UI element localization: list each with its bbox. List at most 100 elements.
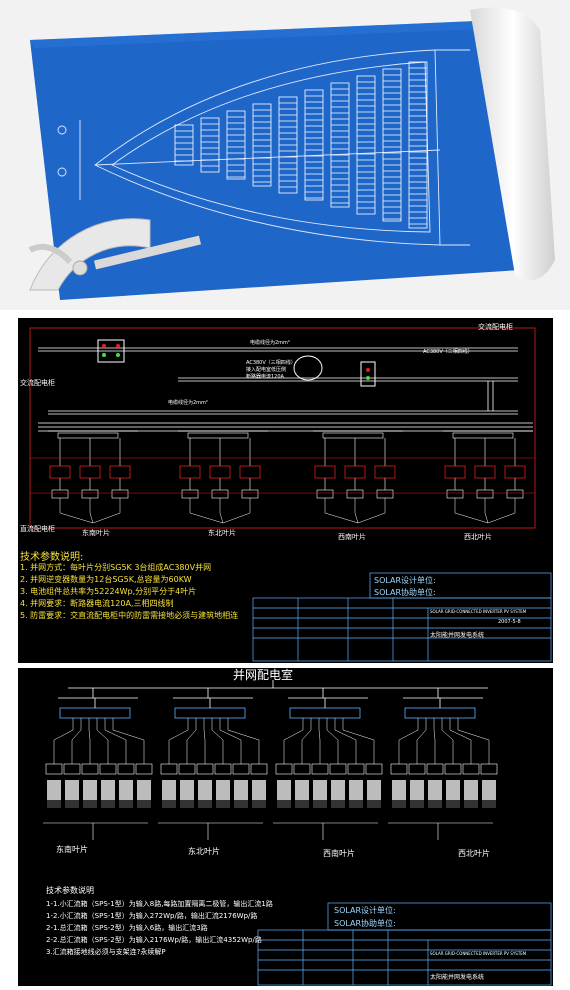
roof-plan [57,49,470,246]
region-label-se-2: 东南叶片 [56,845,88,854]
panel-column [304,89,324,201]
pv-string [180,780,194,800]
small-combiner-box [232,763,250,775]
small-combiner-box [426,763,444,775]
small-combiner-box [329,763,347,775]
panel-column [200,117,220,173]
system-name-en-2: SOLAR GRID-CONNECTED INVERTER PV SYSTEM [430,951,527,956]
main-combiner-box [174,707,246,719]
ac-cabinet-label-right: 交流配电柜 [478,323,513,331]
small-combiner-box [293,763,311,775]
pv-string [234,780,248,800]
combiner-groups [43,688,498,840]
inverter-box [504,465,526,479]
system-name-1: 太阳能并网发电系统 [430,632,485,639]
inverter-box [474,465,496,479]
pv-string [137,780,151,800]
ac380v-label: AC380V（三相四线） [423,349,473,355]
pv-string [198,780,212,800]
dc-breaker [211,489,229,499]
title-block-2 [257,902,552,986]
tech-line-4: 4. 并网要求：断路器电流120A,三相四线制 [20,599,174,608]
small-combiner-box [81,763,99,775]
protractor [28,218,202,291]
panel-column [408,61,428,229]
inverter-box [79,465,101,479]
ac-cabinet-label-left: 交流配电柜 [20,379,55,387]
panel-column [252,103,272,187]
ac-breaker-row [452,432,514,439]
pv-string [252,780,266,800]
region-label-ne-2: 东北叶片 [188,847,220,856]
inverter-box [314,465,336,479]
pv-string [65,780,79,800]
pv-string [119,780,133,800]
pv-string [295,780,309,800]
pv-string [313,780,327,800]
inverter-box [239,465,261,479]
pv-string [446,780,460,800]
cad-panel-grid-system: 交流配电柜 交流配电柜 AC380V（三相四线） 电缆线径为2mm² 电缆线径为… [18,318,553,663]
red-frame [29,327,536,529]
dc-breaker [241,489,259,499]
pv-string [83,780,97,800]
pv-string [277,780,291,800]
tech2-line-3: 2-1.总汇流箱（SPS-2型）为输入6路，输出汇流3路 [46,924,208,932]
dc-breaker [446,489,464,499]
small-combiner-box [275,763,293,775]
inverter-note: AC380V（三相四线） 接入配电室低压侧 断路器电流120A [246,360,296,380]
pv-string [47,780,61,800]
tech2-line-1: 1-1.小汇流箱（SPS-1型）为输入8路,每路加置隔离二极管，输出汇流1路 [46,900,273,908]
small-combiner-box [178,763,196,775]
inverter-box [109,465,131,479]
breaker-box [360,361,376,387]
blueprint-sheet [30,20,520,300]
pv-string [367,780,381,800]
pv-string [349,780,363,800]
panel-column [356,75,376,215]
cable-label-bus: 电缆线径为2mm² [168,400,208,406]
small-combiner-box [462,763,480,775]
dc-breaker [316,489,334,499]
tech-line-5: 5. 防雷要求：交直流配电柜中的防雷需接地必须与建筑地相连 [20,611,239,620]
tech-line-2: 2. 并网逆变器数量为12台SG5K,总容量为60KW [20,575,192,584]
ac-breaker-row [57,432,119,439]
small-combiner-box [160,763,178,775]
small-combiner-box [390,763,408,775]
system-name-2: 太阳能并网发电系统 [430,974,485,981]
pv-string [482,780,496,800]
meter-box [97,339,125,363]
small-combiner-box [444,763,462,775]
tech2-line-5: 3.汇流箱接地线必须与支架连?永续解P [46,948,166,956]
inverter-box [374,465,396,479]
main-combiner-box [404,707,476,719]
main-combiner-box [59,707,131,719]
inverter-box [179,465,201,479]
tech-title-1: 技术参数说明: [20,552,84,563]
tech2-line-4: 2-2.总汇流箱（SPS-2型）为输入2176Wp/路，输出汇流4352Wp/路 [46,936,262,944]
main-combiner-box [289,707,361,719]
small-combiner-box [347,763,365,775]
assist-unit-label-1: SOLAR协助单位: [374,588,436,597]
system-name-en-1: SOLAR GRID-CONNECTED INVERTER PV SYSTEM [430,609,527,614]
pv-string [162,780,176,800]
paper-roll [470,7,555,280]
small-combiner-box [480,763,498,775]
dc-breaker [506,489,524,499]
design-unit-label-2: SOLAR设计单位: [334,906,396,915]
inverter-box [444,465,466,479]
panel-column [226,110,246,180]
dc-cabinet-label: 直流配电柜 [20,525,55,533]
region-label-nw: 西北叶片 [464,533,492,541]
tech-line-1: 1. 并网方式：每叶片分别SG5K 3台组成AC380V并网 [20,563,212,572]
region-label-nw-2: 西北叶片 [458,849,490,858]
small-combiner-box [214,763,232,775]
dc-breaker [376,489,394,499]
blueprint-illustration [28,7,555,300]
inverter-box [344,465,366,479]
small-combiner-box [99,763,117,775]
dc-breaker [81,489,99,499]
inverter-box [209,465,231,479]
title-block-1 [252,572,552,662]
small-combiner-box [45,763,63,775]
